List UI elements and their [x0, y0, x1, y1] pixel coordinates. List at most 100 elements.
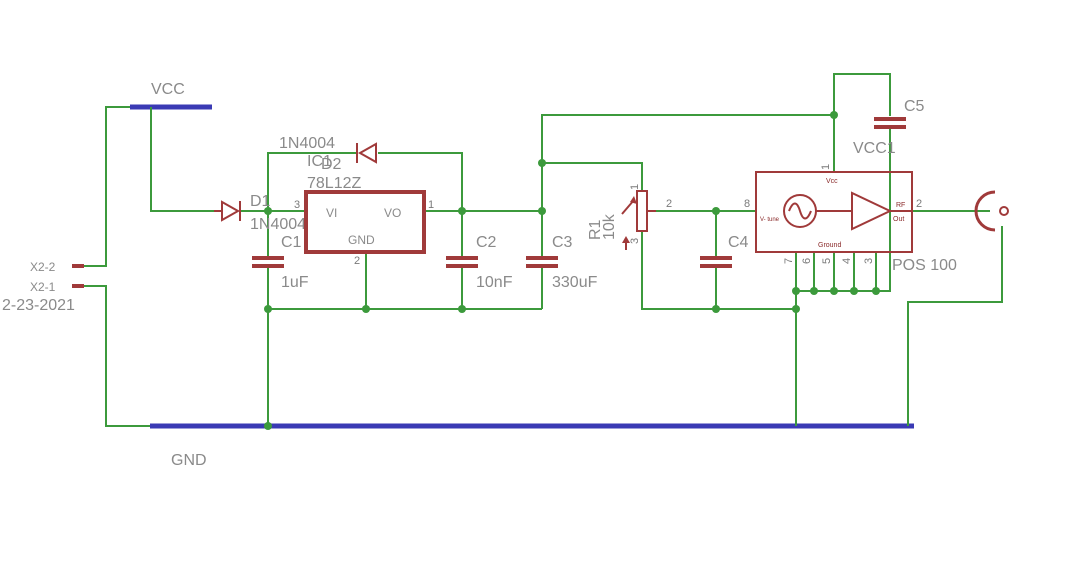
wire-c5-gnd[interactable] [876, 127, 891, 292]
d2-value: 1N4004 [279, 135, 335, 152]
d1-name: D1 [250, 193, 271, 210]
c2-value: 10nF [476, 274, 513, 291]
junction [538, 207, 546, 215]
r1-pin3-number: 3 [629, 238, 641, 244]
regulator-ic1[interactable] [304, 190, 426, 254]
wire-vco-vcc[interactable] [833, 73, 891, 172]
ic1-pin3-number: 3 [294, 199, 300, 211]
c2-name: C2 [476, 234, 497, 251]
junction [830, 111, 838, 119]
schematic-date: 2-23-2021 [2, 297, 75, 314]
vco-pin2-number: 2 [916, 198, 922, 210]
junction [458, 207, 466, 215]
vco-rf-label: RF [896, 202, 905, 209]
vco-pos100[interactable] [755, 171, 913, 253]
wires [84, 73, 1003, 427]
r1-wiper-arrowhead [630, 196, 637, 204]
ic1-pin2-number: 2 [354, 255, 360, 267]
capacitor-c5[interactable] [874, 117, 906, 129]
junction [872, 287, 880, 295]
wire-x2-2-vcc[interactable] [84, 106, 130, 267]
c3-plate-top [526, 256, 558, 260]
junction [538, 159, 546, 167]
ic1-pin1-number: 1 [428, 199, 434, 211]
ic1-pin-gnd-label: GND [348, 233, 375, 247]
capacitor-c3[interactable] [526, 256, 558, 268]
vco-pin8-number: 8 [744, 198, 750, 210]
junction [362, 305, 370, 313]
wire-12v-r1[interactable] [542, 162, 643, 191]
vco-pin4-number: 4 [841, 258, 853, 264]
vco1-label: VCC1 [853, 140, 896, 157]
x2-pin1-label: X2-1 [30, 280, 56, 294]
d1-triangle [221, 200, 241, 222]
vco-value: POS 100 [892, 257, 957, 274]
vco-pin3-number: 3 [863, 258, 875, 264]
c4-plate-top [700, 256, 732, 260]
c5-plate-top [874, 117, 906, 121]
vco-ground-label: Ground [818, 242, 841, 249]
wire-12v-top[interactable] [541, 114, 834, 211]
diode-d2[interactable] [356, 142, 377, 164]
junction [264, 207, 272, 215]
ic1-pin-vo-label: VO [384, 206, 401, 220]
c5-plate-bottom [874, 125, 906, 129]
wire-x2-1-gnd[interactable] [84, 285, 150, 427]
vco-vtune-label: V- tune [760, 217, 780, 223]
ic1-name: IC1 [307, 153, 332, 170]
vco-out-label: Out [893, 216, 904, 223]
wire-r1-gnd[interactable] [641, 231, 796, 310]
amplifier-icon [851, 191, 893, 231]
wire-vcc-d1[interactable] [150, 107, 218, 212]
junction [792, 305, 800, 313]
d2-name: D2 [321, 156, 342, 173]
capacitor-c4[interactable] [700, 256, 732, 268]
junction [712, 207, 720, 215]
c4-plate-bottom [700, 264, 732, 268]
c1-value: 1uF [281, 274, 309, 291]
wire-d2-left[interactable] [267, 152, 356, 211]
vco-pin6-number: 6 [801, 258, 813, 264]
r1-adjust-arrowhead [622, 236, 630, 243]
c3-name: C3 [552, 234, 573, 251]
ic1-value: 78L12Z [307, 175, 361, 192]
r1-body [636, 190, 648, 232]
oscillator-sine [788, 202, 812, 220]
junction [458, 305, 466, 313]
c2-plate-bottom [446, 264, 478, 268]
d2-triangle [357, 142, 377, 164]
vco-vcc-label: Vcc [826, 178, 838, 185]
capacitor-c1[interactable] [252, 256, 284, 268]
c4-name: C4 [728, 234, 749, 251]
c3-value: 330uF [552, 274, 598, 291]
wire-d2-right[interactable] [378, 152, 463, 211]
junction [712, 305, 720, 313]
capacitor-c2[interactable] [446, 256, 478, 268]
c1-name: C1 [281, 234, 302, 251]
c1-plate-bottom [252, 264, 284, 268]
junction [792, 287, 800, 295]
diode-d1[interactable] [214, 200, 241, 222]
x2-pin2-label: X2-2 [30, 260, 56, 274]
c1-plate-top [252, 256, 284, 260]
wire-jack-gnd[interactable] [907, 226, 1003, 426]
junction [810, 287, 818, 295]
vco-pin1-number: 1 [820, 164, 832, 170]
c5-name: C5 [904, 98, 925, 115]
rf-jack-center [999, 206, 1009, 216]
vcc-net-label: VCC [151, 81, 185, 98]
trimmer-r1[interactable] [621, 190, 656, 250]
c2-plate-top [446, 256, 478, 260]
vco-pin5-number: 5 [821, 258, 833, 264]
ic1-pin-vi-label: VI [326, 206, 337, 220]
vco-pin7-number: 7 [783, 258, 795, 264]
gnd-net-label: GND [171, 452, 207, 469]
rf-jack[interactable] [974, 190, 1009, 232]
r1-value: 10k [601, 213, 618, 240]
junction [850, 287, 858, 295]
junction [264, 305, 272, 313]
junction [830, 287, 838, 295]
d1-value: 1N4004 [250, 216, 306, 233]
rf-jack-arc [974, 190, 996, 232]
